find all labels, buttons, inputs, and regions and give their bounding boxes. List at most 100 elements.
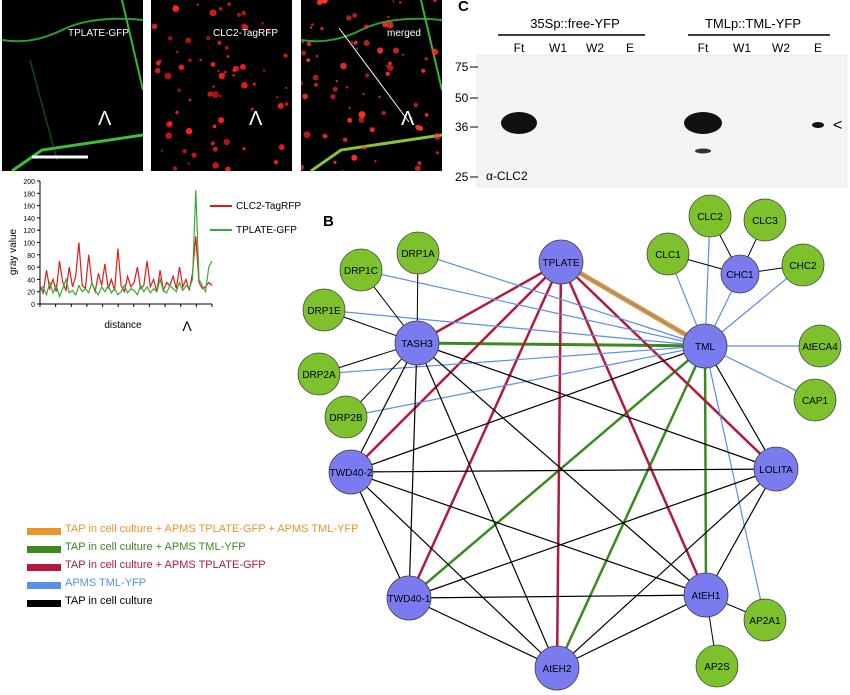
node-ap2s: AP2S: [695, 644, 739, 688]
node-tplate: TPLATE: [538, 239, 584, 285]
legend-label: APMS TML-YFP: [65, 577, 147, 589]
node-label: CHC1: [726, 270, 754, 281]
node-label: TPLATE: [542, 258, 579, 269]
node-label: TWD40-2: [330, 468, 373, 479]
edge-twd40-2-twd40-1: [350, 471, 410, 599]
y-tick-label: 200: [23, 179, 35, 186]
edge-tash3-ateh1: [416, 342, 707, 596]
node-drp1e: DRP1E: [302, 288, 346, 332]
image-label: CLC2-TagRFP: [213, 28, 279, 39]
node-tash3: TASH3: [394, 320, 440, 366]
group1-label: 35Sp::free-YFP: [530, 16, 620, 31]
lane-label: W1: [549, 41, 567, 55]
edge-tash3-ateh2: [416, 342, 558, 669]
intensity-profile-chart: gray value distance Λ 020406080100120140…: [8, 179, 301, 334]
legend-swatch: [27, 600, 61, 607]
legend-label: CLC2-TagRFP: [236, 201, 301, 212]
node-label: CAP1: [802, 396, 829, 407]
node-label: DRP1E: [307, 306, 341, 317]
caret-marker: Λ: [98, 108, 112, 130]
image-label: merged: [387, 28, 421, 39]
micrograph-clc2-tagrfp: CLC2-TagRFP Λ: [151, 0, 292, 171]
edge-twd40-1-ateh2: [408, 597, 558, 669]
legend-label: TAP in cell culture + APMS TPLATE-GFP: [65, 559, 266, 571]
band-ft-free-yfp: [501, 112, 537, 134]
lane-label: Ft: [514, 41, 525, 55]
edge-tml-twd40-1: [408, 345, 706, 599]
band-minor: [695, 148, 711, 154]
edge-twd40-1-ateh1: [408, 594, 707, 599]
legend-label: TPLATE-GFP: [236, 225, 297, 236]
blot-membrane: [476, 54, 848, 188]
node-label: AtEH1: [692, 591, 721, 602]
image-label: TPLATE-GFP: [68, 28, 129, 39]
green-channel-image: [2, 0, 143, 171]
y-axis-label: gray value: [8, 228, 19, 275]
edge-twd40-1-lolita: [408, 468, 777, 599]
edge-tml-ateh2: [555, 345, 707, 669]
node-lolita: LOLITA: [753, 446, 799, 492]
edge-tplate-tml: [560, 261, 706, 347]
node-label: TML: [695, 342, 715, 353]
y-tick-label: 60: [27, 265, 35, 272]
node-twd40-1: TWD40-1: [386, 575, 432, 621]
lane-label: W1: [733, 41, 751, 55]
y-tick-label: 0: [31, 302, 35, 309]
lane-label: W2: [772, 41, 790, 55]
antibody-label: α-CLC2: [486, 169, 528, 183]
node-ateh1: AtEH1: [683, 572, 729, 618]
node-label: CLC1: [655, 250, 681, 261]
edge-tml-lolita: [704, 345, 777, 470]
edge-twd40-2-tml: [350, 345, 706, 473]
merged-image: [301, 0, 442, 171]
edge-tplate-twd40-1: [407, 261, 563, 599]
node-clc1: CLC1: [646, 232, 690, 276]
y-tick-label: 80: [27, 253, 35, 260]
legend-swatch: [27, 564, 61, 571]
band-ft-tml-yfp: [684, 112, 722, 134]
edge-tash3-twd40-2: [350, 342, 418, 473]
node-cap1: CAP1: [793, 378, 837, 422]
node-ap2a1: AP2A1: [743, 598, 787, 642]
edge-drp1a-tml: [417, 252, 706, 347]
caret-marker: Λ: [249, 108, 263, 130]
node-label: CLC3: [752, 216, 778, 227]
edge-tplate-lolita: [560, 261, 777, 470]
node-drp2a: DRP2A: [297, 352, 341, 396]
micrograph-tplate-gfp: TPLATE-GFP Λ: [2, 0, 143, 171]
micrograph-merged: merged Λ: [301, 0, 442, 171]
node-twd40-2: TWD40-2: [328, 449, 374, 495]
node-label: AP2A1: [749, 616, 781, 627]
node-tml: TML: [682, 323, 728, 369]
edge-ateh1-ateh2: [556, 594, 707, 669]
node-label: DRP1C: [344, 266, 378, 277]
node-label: TWD40-1: [388, 594, 431, 605]
legend-label: TAP in cell culture + APMS TML-YFP: [65, 541, 246, 553]
legend-label: TAP in cell culture: [65, 595, 153, 607]
edge-twd40-2-ateh1: [350, 471, 707, 596]
panel-c-letter: C: [458, 0, 469, 15]
edge-twd40-2-lolita: [350, 468, 777, 473]
edge-tplate-twd40-2: [350, 261, 562, 473]
edge-drp2a-tml: [318, 345, 706, 375]
band-arrow: <: [833, 117, 842, 134]
node-label: DRP2B: [329, 413, 363, 424]
node-ateca4: AtECA4: [798, 324, 842, 368]
node-drp1a: DRP1A: [396, 231, 440, 275]
red-channel-image: [151, 2, 289, 171]
node-label: DRP1A: [401, 249, 435, 260]
lane-label: E: [814, 41, 822, 55]
y-tick-label: 120: [23, 228, 35, 235]
y-tick-label: 40: [27, 277, 35, 284]
edge-tplate-ateh2: [555, 261, 563, 669]
node-drp1c: DRP1C: [339, 248, 383, 292]
y-tick-label: 20: [27, 290, 35, 297]
mw-marker-label: 50: [455, 91, 469, 105]
caret-marker: Λ: [401, 108, 415, 130]
node-chc1: CHC1: [720, 254, 760, 294]
y-tick-label: 100: [23, 241, 35, 248]
edge-twd40-2-ateh2: [350, 471, 558, 669]
node-ateh2: AtEH2: [534, 645, 580, 691]
